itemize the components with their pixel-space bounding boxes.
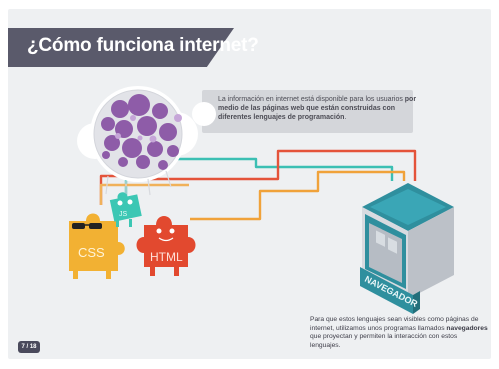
title-banner [8,28,234,67]
connection-line-orange [190,170,406,221]
info-text: La información en internet está disponib… [218,96,417,121]
info-box [202,90,413,133]
html-puzzle-character: HTML [136,216,196,276]
js-label: JS [119,211,128,218]
browser-box: NAVEGADOR [360,183,454,314]
html-label: HTML [150,250,183,264]
connection-line-lightorange [99,183,189,205]
css-label: CSS [78,245,105,260]
internet-illustration: CSS JS HTML [69,86,454,314]
slide: ¿Cómo funciona internet? La información … [8,9,491,359]
slide-title: ¿Cómo funciona internet? [27,35,259,56]
css-puzzle-character: CSS [69,213,125,279]
bottom-text: Para que estos lenguajes sean visibles c… [310,316,488,349]
info-text-bold: por medio de las páginas web que están c… [218,96,417,121]
bottom-text-bold: navegadores [446,324,488,332]
js-puzzle-character: JS [109,192,142,227]
page-indicator: 7 / 18 [18,341,40,353]
cloud-icon [77,86,216,197]
